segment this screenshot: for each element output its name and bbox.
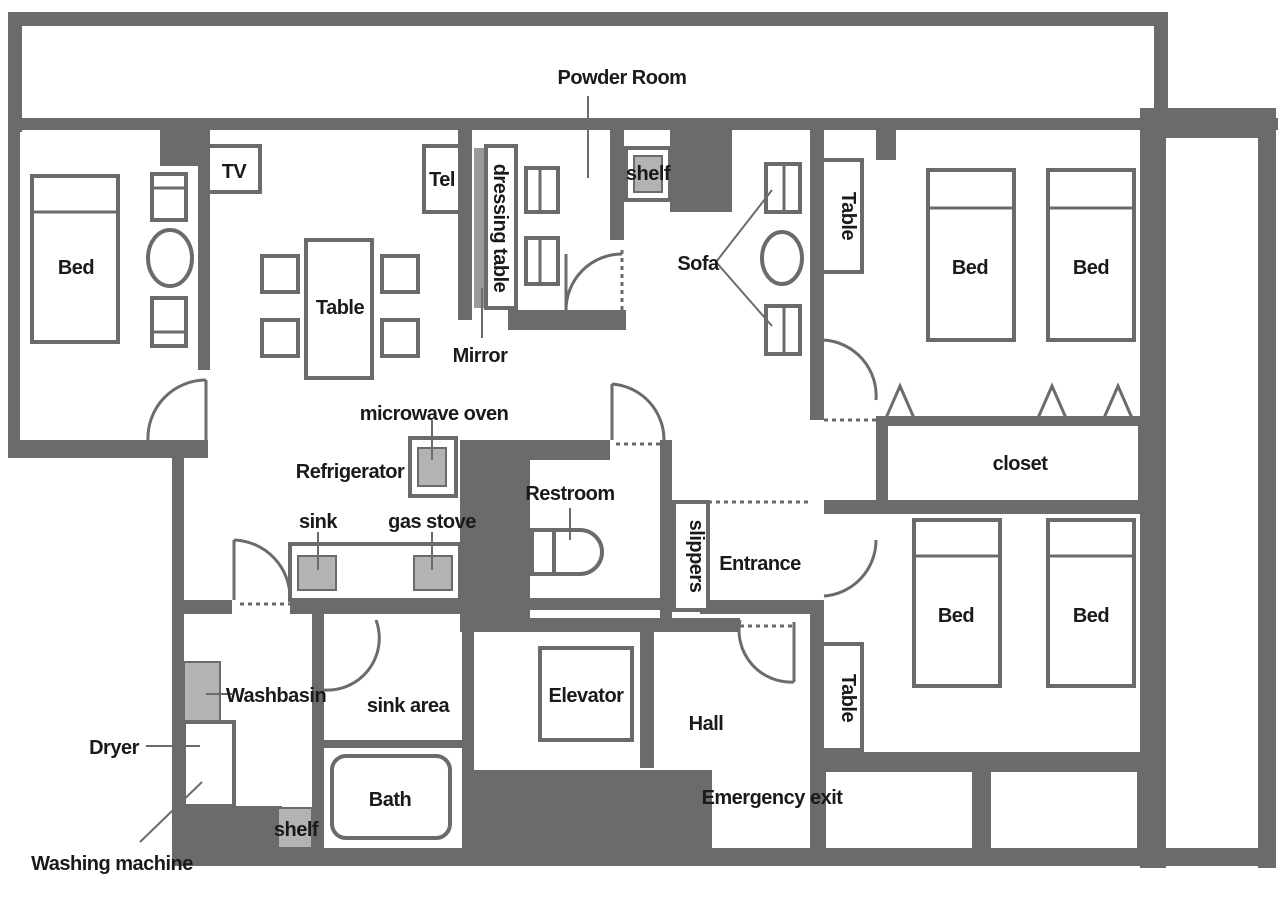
mirror-label: Mirror xyxy=(453,345,509,367)
right-bedroom-bottom xyxy=(820,518,1141,852)
chair xyxy=(260,254,300,294)
chair xyxy=(150,296,188,348)
powder-room xyxy=(524,146,672,286)
sofa-set xyxy=(715,162,804,356)
dining-table xyxy=(304,238,374,380)
shelf-top-label: shelf xyxy=(626,163,671,185)
sofa-table xyxy=(760,230,804,286)
restroom-label: Restroom xyxy=(525,483,614,505)
bed-right-3-label: Bed xyxy=(938,605,974,627)
stool xyxy=(524,166,560,214)
shelf-inner xyxy=(633,155,663,193)
bed-right-4-label: Bed xyxy=(1073,605,1109,627)
toilet-bowl xyxy=(552,528,604,576)
bed-right-1-label: Bed xyxy=(952,257,988,279)
restroom xyxy=(530,500,710,612)
powder-room-label: Powder Room xyxy=(558,67,687,89)
slippers-label: slippers xyxy=(685,520,707,593)
toilet-tank xyxy=(530,528,556,576)
bed xyxy=(1046,518,1136,688)
chair xyxy=(260,318,300,358)
side-table xyxy=(820,642,864,752)
gas-stove-label: gas stove xyxy=(388,511,476,533)
elevator xyxy=(538,646,634,742)
elevator-hall xyxy=(538,646,634,742)
shelf-bottom-label: shelf xyxy=(274,819,319,841)
thresholds xyxy=(204,250,876,690)
bath-label: Bath xyxy=(369,789,411,811)
microwave-oven-label: microwave oven xyxy=(360,403,509,425)
dryer-label: Dryer xyxy=(89,737,139,759)
chair xyxy=(380,254,420,294)
window-bay xyxy=(822,768,976,852)
hall-label: Hall xyxy=(689,713,724,735)
bed xyxy=(30,174,120,344)
sink-label: sink xyxy=(299,511,338,533)
bed-right-2-label: Bed xyxy=(1073,257,1109,279)
bath-area xyxy=(139,661,452,849)
bed xyxy=(926,168,1016,342)
round-table xyxy=(146,228,194,288)
elevator-label: Elevator xyxy=(549,685,625,707)
labels: Powder Room TV Tel dressing table shelf … xyxy=(31,67,1110,875)
tel-label: Tel xyxy=(429,169,455,191)
refrigerator-label: Refrigerator xyxy=(296,461,405,483)
window-bay xyxy=(987,768,1141,852)
kitchen xyxy=(288,420,462,602)
stool xyxy=(524,236,560,286)
bed xyxy=(1046,168,1136,342)
bed-left-label: Bed xyxy=(58,257,94,279)
tv-label: TV xyxy=(222,161,248,183)
table-right-bottom-label: Table xyxy=(837,674,859,723)
walls xyxy=(8,12,1278,868)
closet-label: closet xyxy=(993,453,1049,475)
table-dining-label: Table xyxy=(316,297,365,319)
dressing-table xyxy=(484,144,518,310)
washbasin-label: Washbasin xyxy=(226,685,326,707)
dressing-table-label: dressing table xyxy=(489,164,511,293)
right-bedroom-top xyxy=(820,158,1142,504)
emergency-exit-label: Emergency exit xyxy=(702,787,844,809)
bathtub xyxy=(330,754,452,840)
pointer-lines xyxy=(481,96,589,338)
sink-area-label: sink area xyxy=(367,695,451,717)
chair xyxy=(380,318,420,358)
washing-machine-label: Washing machine xyxy=(31,853,193,875)
left-bedroom xyxy=(30,172,194,348)
mirror xyxy=(474,148,486,308)
tel xyxy=(422,144,462,214)
bed xyxy=(912,518,1002,688)
sofa-label: Sofa xyxy=(677,253,720,275)
living-room xyxy=(206,144,518,380)
table-right-top-label: Table xyxy=(837,192,859,241)
closet xyxy=(884,422,1142,504)
side-table xyxy=(820,158,864,274)
chair xyxy=(150,172,188,222)
shelf-bottom xyxy=(277,807,313,849)
slippers-shelf xyxy=(672,500,710,612)
entrance-label: Entrance xyxy=(719,553,801,575)
tv xyxy=(206,144,262,194)
